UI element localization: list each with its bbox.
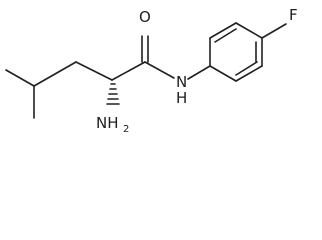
oxygen-label: O bbox=[139, 8, 151, 26]
amide-nitrogen-label: N bbox=[176, 73, 187, 91]
bond-nitrogen-to-ring bbox=[187, 65, 211, 80]
bond-isopropyl-to-ch2 bbox=[33, 61, 77, 87]
bond-carbonyl-to-nitrogen bbox=[144, 61, 175, 79]
amino-group-label: NH bbox=[96, 114, 119, 132]
bond-ch2-to-alpha bbox=[75, 61, 113, 81]
amino-group-subscript: 2 bbox=[123, 124, 129, 135]
fluorine-label: F bbox=[289, 6, 298, 24]
molecule-canvas: O N H F NH 2 bbox=[5, 6, 298, 135]
bond-alpha-to-carbonyl bbox=[111, 61, 146, 81]
bond-ring-to-fluorine bbox=[261, 23, 287, 39]
benzene-ring bbox=[209, 22, 263, 82]
hashed-wedge-bond bbox=[106, 83, 120, 105]
structural-formula: O N H F NH 2 bbox=[5, 6, 298, 135]
bond-methyl-upper bbox=[5, 69, 35, 87]
amide-hydrogen-label: H bbox=[176, 89, 187, 107]
